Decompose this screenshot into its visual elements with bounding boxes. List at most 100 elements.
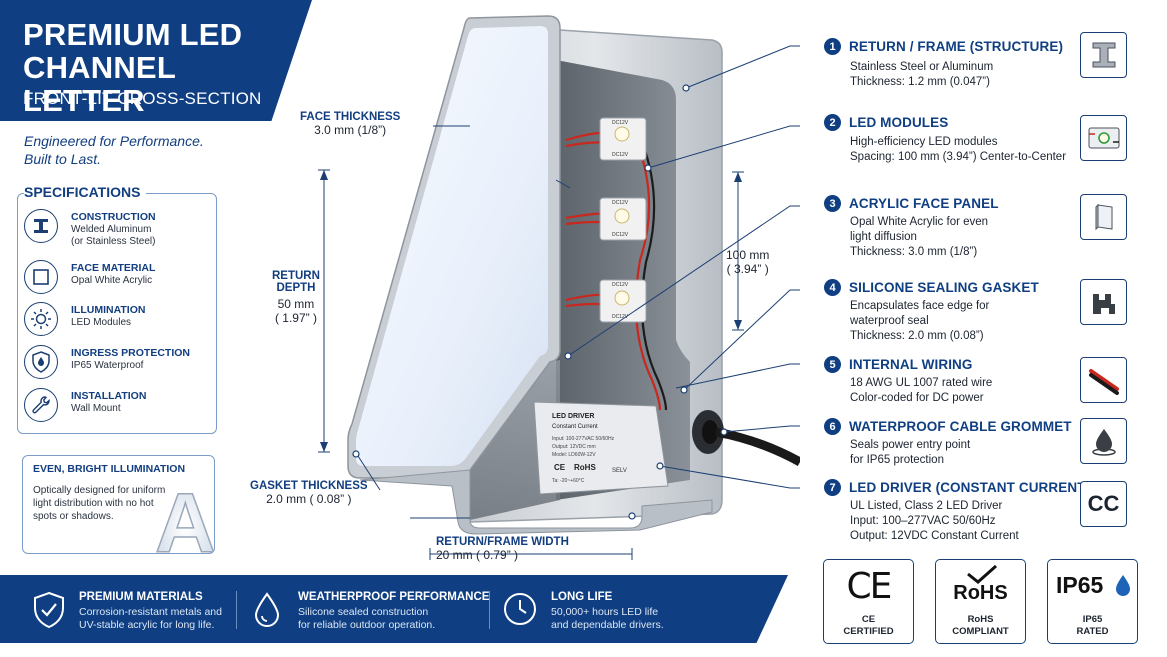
tagline-line-1: Engineered for Performance. [24, 133, 204, 149]
spec-label: INSTALLATION [71, 390, 147, 402]
page-subtitle: FRONT-LIT CROSS-SECTION [23, 89, 262, 108]
callout-text: UL Listed, Class 2 LED Driver Input: 100… [850, 500, 1019, 542]
callout-title: SILICONE SEALING GASKET [849, 280, 1039, 295]
svg-text:Output: 12VDC mm: Output: 12VDC mm [552, 444, 596, 450]
cert-ce: CE CE CERTIFIED [823, 559, 914, 644]
spec-label: ILLUMINATION [71, 304, 146, 316]
water-drop-icon [1116, 575, 1130, 596]
square-panel-icon [24, 260, 58, 294]
illumination-text: Optically designed for uniform light dis… [33, 485, 166, 522]
footer-divider [236, 591, 237, 629]
illuminated-letter: A [155, 476, 215, 554]
callout-title: WATERPROOF CABLE GROMMET [849, 419, 1072, 434]
spec-face-material: FACE MATERIAL Opal White Acrylic [24, 258, 214, 298]
tagline: Engineered for Performance. Built to Las… [24, 132, 244, 168]
gasket-thickness-label: GASKET THICKNESS 2.0 mm ( 0.08” ) [250, 480, 368, 506]
footer-title: PREMIUM MATERIALS [79, 591, 203, 603]
channel-letter-diagram: DC12V DC12V DC12V DC12V DC12V DC12V LED … [318, 15, 800, 560]
spec-ingress-protection: INGRESS PROTECTION IP65 Waterproof [24, 343, 214, 383]
i-beam-icon [24, 209, 58, 243]
spec-illumination: ILLUMINATION LED Modules [24, 300, 214, 340]
clock-icon [504, 593, 536, 625]
cert-label: IP65 RATED [1076, 614, 1109, 637]
sun-icon [24, 302, 58, 336]
return-width-label: RETURN/FRAME WIDTH 20 mm ( 0.79” ) [436, 536, 569, 562]
wrench-icon [24, 388, 58, 422]
leader-lines [357, 45, 800, 491]
spec-label: FACE MATERIAL [71, 262, 156, 274]
callout-number: 5 [824, 356, 841, 373]
footer-divider [489, 591, 490, 629]
illumination-box: EVEN, BRIGHT ILLUMINATION Optically desi… [22, 455, 215, 554]
callout-text: Opal White Acrylic for even light diffus… [850, 216, 989, 258]
face-thickness-label: FACE THICKNESS 3.0 mm (1/8”) [300, 111, 401, 137]
spec-value: Opal White Acrylic [71, 275, 153, 286]
return-frame-bottom [359, 469, 713, 535]
svg-text:DC12V: DC12V [612, 152, 629, 158]
svg-text:Input: 100-277VAC 50/60Hz: Input: 100-277VAC 50/60Hz [552, 436, 615, 442]
callout-title: LED MODULES [849, 115, 949, 130]
callout-number: 4 [824, 279, 841, 296]
callout-title: ACRYLIC FACE PANEL [849, 196, 999, 211]
water-drop-icon [254, 592, 280, 627]
svg-text:SELV: SELV [612, 468, 627, 474]
callout-title: LED DRIVER (CONSTANT CURRENT) [849, 480, 1091, 495]
cert-label: RoHS COMPLIANT [952, 614, 1009, 637]
led-module-1: DC12V DC12V [599, 117, 647, 161]
spec-construction: CONSTRUCTION Welded Aluminum (or Stainle… [24, 207, 214, 247]
callout-number: 2 [824, 114, 841, 131]
callout-number: 3 [824, 195, 841, 212]
svg-text:CE: CE [554, 463, 566, 472]
return-depth-label: RETURN DEPTH 50 mm ( 1.97” ) [272, 270, 320, 325]
ip65-mark: IP65 [1056, 572, 1104, 598]
callout-text: Seals power entry point for IP65 protect… [850, 439, 971, 466]
svg-text:DC12V: DC12V [612, 314, 629, 320]
check-icon [967, 564, 997, 584]
svg-text:Model: LD60W-12V: Model: LD60W-12V [552, 452, 596, 458]
led-module-icon [1080, 115, 1127, 161]
gasket-profile-icon [1080, 279, 1127, 325]
callout-text: Stainless Steel or Aluminum Thickness: 1… [850, 61, 994, 88]
acrylic-face-panel [356, 26, 548, 466]
footer-title: LONG LIFE [551, 591, 613, 603]
acrylic-panel-icon [1080, 194, 1127, 240]
callout-number: 7 [824, 479, 841, 496]
svg-text:Constant Current: Constant Current [552, 424, 598, 430]
cert-label: CE CERTIFIED [843, 614, 894, 637]
rohs-mark: RoHS [953, 582, 1008, 604]
cert-rohs: RoHS RoHS COMPLIANT [935, 559, 1026, 644]
spec-label: CONSTRUCTION [71, 211, 156, 223]
spec-value: IP65 Waterproof [71, 360, 144, 371]
svg-text:DC12V: DC12V [612, 232, 629, 238]
svg-text:DC12V: DC12V [612, 282, 629, 288]
water-drop-icon [1080, 418, 1127, 464]
callout-text: High-efficiency LED modules Spacing: 100… [850, 136, 1067, 163]
svg-text:LED DRIVER: LED DRIVER [552, 413, 594, 420]
illumination-title: EVEN, BRIGHT ILLUMINATION [33, 463, 186, 475]
callout-title: RETURN / FRAME (STRUCTURE) [849, 39, 1064, 54]
callout-text: Encapsulates face edge for waterproof se… [850, 300, 990, 342]
callout-number: 6 [824, 418, 841, 435]
callout-title: INTERNAL WIRING [849, 357, 973, 372]
callout-number: 1 [824, 38, 841, 55]
callout-text: 18 AWG UL 1007 rated wire Color-coded fo… [850, 377, 993, 404]
illuminated-letter-graphic: A [154, 476, 215, 554]
svg-text:DC12V: DC12V [612, 120, 629, 126]
tagline-line-2: Built to Last. [24, 151, 102, 167]
ce-mark: CE [846, 566, 893, 607]
svg-text:DC12V: DC12V [612, 200, 629, 206]
page-title: PREMIUM LED CHANNEL LETTER [23, 17, 243, 118]
led-spacing-label: 100 mm ( 3.94” ) [726, 248, 770, 276]
svg-text:RoHS: RoHS [574, 463, 596, 472]
cert-ip65: IP65 IP65 RATED [1047, 559, 1138, 644]
footer-title: WEATHERPROOF PERFORMANCE [298, 591, 490, 603]
led-driver: LED DRIVER Constant Current Input: 100-2… [533, 401, 669, 495]
led-module-2: DC12V DC12V [599, 197, 647, 241]
spec-label: INGRESS PROTECTION [71, 347, 191, 359]
spec-value: Wall Mount [71, 403, 121, 414]
footer-banner [0, 575, 788, 643]
spec-value: LED Modules [71, 317, 132, 328]
header-banner [0, 0, 312, 121]
